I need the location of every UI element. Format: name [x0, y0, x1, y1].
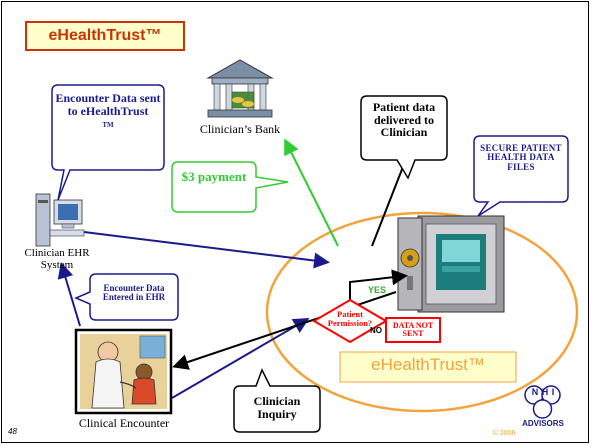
- clinician-inquiry-text: Clinician Inquiry: [253, 394, 301, 421]
- arrow-inquiry-to-permission: [171, 317, 310, 399]
- arrow-payment-to-bank: [284, 138, 339, 247]
- arrow-encounter-to-ehr: [57, 262, 81, 327]
- computer-icon: [35, 193, 85, 247]
- payment-text: $3 payment: [181, 169, 247, 184]
- ehealthtrust-label: eHealthTrust™: [371, 355, 485, 374]
- callout-data-entered-bubble: [74, 273, 179, 321]
- bank-icon: [206, 59, 274, 118]
- callout-data-delivered-bubble: [360, 95, 448, 180]
- encounter-data-sent-tm: TM: [102, 121, 114, 130]
- no-label: NO: [370, 326, 382, 335]
- arrow-ehr-to-ehealthtrust: [83, 231, 330, 269]
- data-not-sent-text: DATA NOT SENT: [392, 321, 434, 339]
- callout-inquiry-bubble: [233, 368, 321, 433]
- encounter-data-sent-main: Encounter Data sent to eHealthTrust: [55, 91, 161, 118]
- copyright-text: © 2006: [492, 430, 516, 437]
- permission-diamond: [312, 298, 388, 344]
- arrow-yes-to-vault: [349, 269, 408, 302]
- title-box: [25, 21, 185, 51]
- callout-encounter-sent-bubble: [51, 84, 165, 201]
- permission-question: Patient Permission?: [327, 309, 373, 328]
- patient-data-delivered-text: Patient data delivered to Clinician: [372, 100, 436, 140]
- slide-title: eHealthTrust™: [48, 27, 162, 44]
- data-not-sent-box: [385, 317, 441, 343]
- secure-files-text: Secure patient health data files: [480, 143, 562, 172]
- ehealthtrust-label-box: [339, 351, 517, 383]
- encounter-data-sent-text: Encounter Data sent to eHealthTrust TM: [54, 92, 162, 130]
- ehealthtrust-ellipse: [265, 211, 579, 413]
- clinician-ehr-system-label: Clinician EHR System: [24, 247, 90, 271]
- clinical-encounter-label: Clinical Encounter: [78, 416, 170, 430]
- logo-letters: N H I: [531, 387, 555, 397]
- callout-secure-files-bubble: [473, 135, 569, 217]
- yes-label: YES: [367, 285, 386, 295]
- slide-number: 48: [8, 427, 17, 436]
- vault-icon: [397, 215, 505, 313]
- callout-payment-bubble: [171, 161, 289, 213]
- nhi-advisors-logo: [524, 385, 561, 419]
- logo-text: ADVISORS: [522, 419, 564, 428]
- clinicians-bank-label: Clinician’s Bank: [199, 122, 281, 136]
- doctor-patient-image: [74, 328, 173, 415]
- encounter-data-entered-text: Encounter Data Entered in EHR: [102, 283, 166, 303]
